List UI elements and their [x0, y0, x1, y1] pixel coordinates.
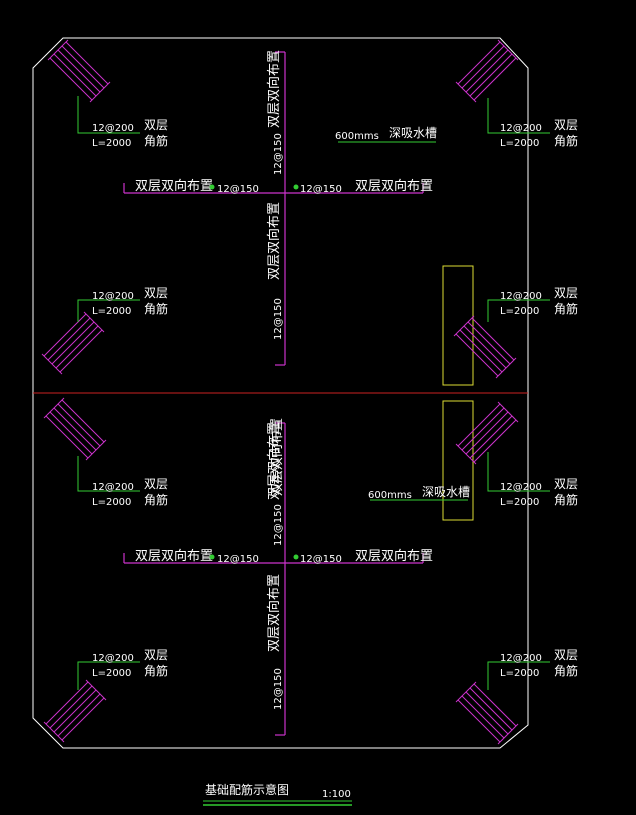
rebar-cross-lower — [123, 422, 424, 736]
rebar-spec-right: 12@150 — [300, 554, 342, 565]
corner-bars-top-right — [455, 39, 519, 103]
rebar-spec-vertical-bottom: 12@150 — [273, 298, 284, 340]
corner-label-2: 角筋 — [554, 133, 578, 148]
rebar-spec-right: 12@150 — [300, 184, 342, 195]
corner-label-2: 角筋 — [554, 301, 578, 316]
corner-length: L=2000 — [92, 138, 131, 149]
rebar-spec-vertical-bottom: 12@150 — [273, 668, 284, 710]
corner-bars-top-left — [47, 39, 111, 103]
corner-length: L=2000 — [500, 668, 539, 679]
rebar-label-vertical-top: 双层双向布置 — [266, 422, 282, 500]
slab-outline — [32, 37, 529, 749]
corner-label-1: 双层 — [144, 286, 168, 300]
corner-bars-bottom-left — [43, 679, 107, 743]
corner-bars-mid-left-lower — [43, 397, 107, 461]
corner-length: L=2000 — [92, 306, 131, 317]
corner-spec: 12@200 — [500, 291, 542, 302]
corner-note-mid-right-upper: 12@200 L=2000 双层 角筋 — [500, 286, 578, 317]
corner-spec: 12@200 — [500, 653, 542, 664]
corner-length: L=2000 — [500, 306, 539, 317]
corner-spec: 12@200 — [92, 123, 134, 134]
corner-label-2: 角筋 — [144, 492, 168, 507]
corner-label-1: 双层 — [144, 477, 168, 491]
corner-note-top-right: 12@200 L=2000 双层 角筋 — [500, 118, 578, 149]
corner-note-mid-right-lower: 12@200 L=2000 双层 角筋 — [500, 477, 578, 508]
trench-label: 深吸水槽 — [389, 126, 437, 140]
rebar-marker — [293, 554, 299, 560]
rebar-label-left: 双层双向布置 — [135, 548, 213, 564]
corner-length: L=2000 — [92, 668, 131, 679]
corner-length: L=2000 — [500, 138, 539, 149]
rebar-label-vertical-top: 双层双向布置 — [266, 50, 282, 128]
corner-label-2: 角筋 — [554, 492, 578, 507]
corner-note-mid-left-upper: 12@200 L=2000 双层 角筋 — [92, 286, 168, 317]
rebar-spec-vertical-top: 12@150 — [273, 133, 284, 175]
rebar-spec-left: 12@150 — [217, 554, 259, 565]
corner-note-top-left: 12@200 L=2000 双层 角筋 — [92, 118, 168, 149]
rebar-label-left: 双层双向布置 — [135, 178, 213, 194]
rebar-spec-vertical-top: 12@150 — [273, 504, 284, 546]
corner-bars-mid-left-upper — [41, 311, 105, 375]
corner-bars-bottom-right — [455, 681, 519, 745]
corner-spec: 12@200 — [92, 653, 134, 664]
rebar-label-vertical-top-overlap: 双层双向布置 — [269, 418, 285, 496]
corner-label-1: 双层 — [144, 118, 168, 132]
rebar-cross-lower-labels: 双层双向布置 双层双向布置 12@150 12@150 双层双向布置 双层双向布… — [135, 418, 433, 710]
trench-box-lower — [442, 400, 474, 521]
corner-label-2: 角筋 — [144, 133, 168, 148]
trench-depth: 600mms — [335, 131, 379, 142]
trench-label: 深吸水槽 — [422, 485, 470, 499]
trench-note-upper: 600mms 深吸水槽 — [335, 126, 437, 143]
trench-depth: 600mms — [368, 490, 412, 501]
corner-note-bottom-right: 12@200 L=2000 双层 角筋 — [500, 648, 578, 679]
corner-note-bottom-left: 12@200 L=2000 双层 角筋 — [92, 648, 168, 679]
rebar-label-right: 双层双向布置 — [355, 178, 433, 194]
rebar-cross-upper-labels: 双层双向布置 双层双向布置 12@150 12@150 双层双向布置 12@15… — [135, 50, 433, 340]
corner-label-1: 双层 — [554, 118, 578, 132]
rebar-label-vertical-bottom: 双层双向布置 — [266, 574, 282, 652]
corner-length: L=2000 — [500, 497, 539, 508]
corner-label-2: 角筋 — [144, 663, 168, 678]
corner-label-1: 双层 — [554, 477, 578, 491]
drawing-scale: 1:100 — [322, 789, 351, 800]
drawing-title: 基础配筋示意图 — [205, 782, 289, 797]
trench-box-upper — [442, 265, 474, 386]
corner-label-2: 角筋 — [554, 663, 578, 678]
corner-label-1: 双层 — [144, 648, 168, 662]
rebar-marker — [209, 184, 215, 190]
corner-label-1: 双层 — [554, 286, 578, 300]
rebar-marker — [293, 184, 299, 190]
corner-spec: 12@200 — [500, 123, 542, 134]
corner-label-1: 双层 — [554, 648, 578, 662]
corner-bars-mid-right-lower — [455, 401, 519, 465]
corner-note-mid-left-lower: 12@200 L=2000 双层 角筋 — [92, 477, 168, 508]
corner-label-2: 角筋 — [144, 301, 168, 316]
corner-spec: 12@200 — [500, 482, 542, 493]
rebar-label-vertical-bottom: 双层双向布置 — [266, 202, 282, 280]
rebar-spec-left: 12@150 — [217, 184, 259, 195]
rebar-cross-upper — [123, 51, 424, 366]
rebar-label-right: 双层双向布置 — [355, 548, 433, 564]
trench-note-lower: 600mms 深吸水槽 — [368, 485, 470, 501]
drawing-title-block: 基础配筋示意图 1:100 — [203, 782, 352, 806]
corner-leaders — [77, 96, 550, 690]
corner-bars-mid-right-upper — [453, 315, 517, 379]
corner-spec: 12@200 — [92, 291, 134, 302]
rebar-marker — [209, 554, 215, 560]
corner-length: L=2000 — [92, 497, 131, 508]
corner-spec: 12@200 — [92, 482, 134, 493]
